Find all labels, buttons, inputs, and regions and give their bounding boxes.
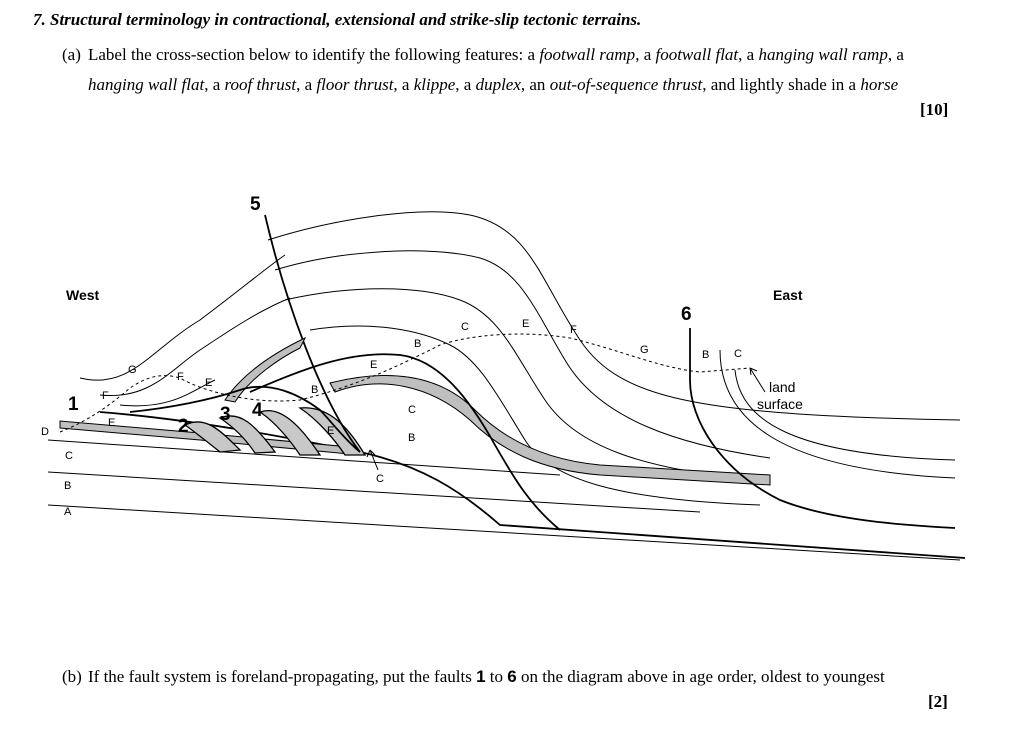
layer-E-label-2: E <box>205 377 212 389</box>
layer-B-label-2: B <box>414 338 421 350</box>
layer-G-label-2: G <box>640 344 649 356</box>
fault-3-label: 3 <box>220 404 231 425</box>
fault-6-trace <box>689 328 956 529</box>
part-a-marks: [10] <box>920 100 949 119</box>
layer-E-label-1: E <box>108 417 115 429</box>
folded-layers-east <box>267 211 961 506</box>
term-duplex: duplex <box>475 75 521 94</box>
fault-1-label: 1 <box>68 394 79 415</box>
layers-east-of-6 <box>719 349 956 479</box>
question-title: 7. Structural terminology in contraction… <box>33 10 642 29</box>
part-a: (a) Label the cross-section below to ide… <box>62 40 957 100</box>
layer-C-label-3: C <box>461 321 469 333</box>
term-klippe: klippe <box>413 75 456 94</box>
term-footwall-ramp: footwall ramp <box>539 45 636 64</box>
layer-B-label-4: B <box>702 349 709 361</box>
term-out-of-sequence-thrust: out-of-sequence thrust <box>549 75 703 94</box>
fault-last-ref: 6 <box>507 667 517 686</box>
part-b-text: If the fault system is foreland-propagat… <box>88 667 885 686</box>
layer-D-label: D <box>41 426 49 438</box>
duplex-horses <box>183 407 367 456</box>
layer-A-label: A <box>64 506 72 518</box>
fault-4-trace <box>249 353 561 531</box>
folded-layers-west <box>79 254 291 407</box>
land-surface-label-1: land <box>769 379 795 395</box>
layer-B-label: B <box>64 480 71 492</box>
basal-detachment <box>99 411 966 559</box>
east-label: East <box>773 287 803 303</box>
fault-first-ref: 1 <box>476 667 486 686</box>
fault-6-label: 6 <box>681 304 692 325</box>
fault-4-label: 4 <box>252 400 263 421</box>
west-label: West <box>66 287 100 303</box>
layer-G-label-1: G <box>128 364 137 376</box>
layer-E-label-4: E <box>327 425 334 437</box>
layer-F-label-3: F <box>570 324 577 336</box>
part-b: (b) If the fault system is foreland-prop… <box>62 662 957 692</box>
term-horse: horse <box>860 75 899 94</box>
layer-F-label-1: F <box>102 390 109 402</box>
layer-B-label-1: B <box>311 384 318 396</box>
part-a-label: (a) <box>62 45 81 64</box>
fault-5-label: 5 <box>250 194 261 215</box>
fault-5-trace <box>264 214 361 453</box>
layer-E-label-5: E <box>522 318 529 330</box>
land-surface-arrow <box>749 367 766 393</box>
marker-bed-east <box>329 375 771 486</box>
term-footwall-flat: footwall flat <box>655 45 739 64</box>
fault-roof <box>129 385 361 453</box>
layer-E-label-3: E <box>370 359 377 371</box>
part-b-marks: [2] <box>928 692 948 711</box>
land-surface-label-2: surface <box>757 396 803 412</box>
part-b-label: (b) <box>62 667 82 686</box>
layer-B-label-3: B <box>408 432 415 444</box>
layer-C-label-4: C <box>734 348 742 360</box>
term-roof-thrust: roof thrust <box>224 75 297 94</box>
part-a-text: Label the cross-section below to identif… <box>88 45 904 94</box>
term-hanging-wall-flat: hanging wall flat <box>88 75 205 94</box>
term-hanging-wall-ramp: hanging wall ramp <box>758 45 888 64</box>
fault-2-label: 2 <box>178 416 189 437</box>
basal-layers <box>47 439 961 561</box>
land-surface <box>59 333 751 433</box>
layer-C-label: C <box>65 450 73 462</box>
layer-F-label-2: F <box>177 371 184 383</box>
marker-bed-hw5 <box>224 336 307 403</box>
layer-C-label-2: C <box>376 473 384 485</box>
term-floor-thrust: floor thrust <box>316 75 394 94</box>
layer-C-label-1: C <box>408 404 416 416</box>
arrow-c <box>366 449 379 471</box>
